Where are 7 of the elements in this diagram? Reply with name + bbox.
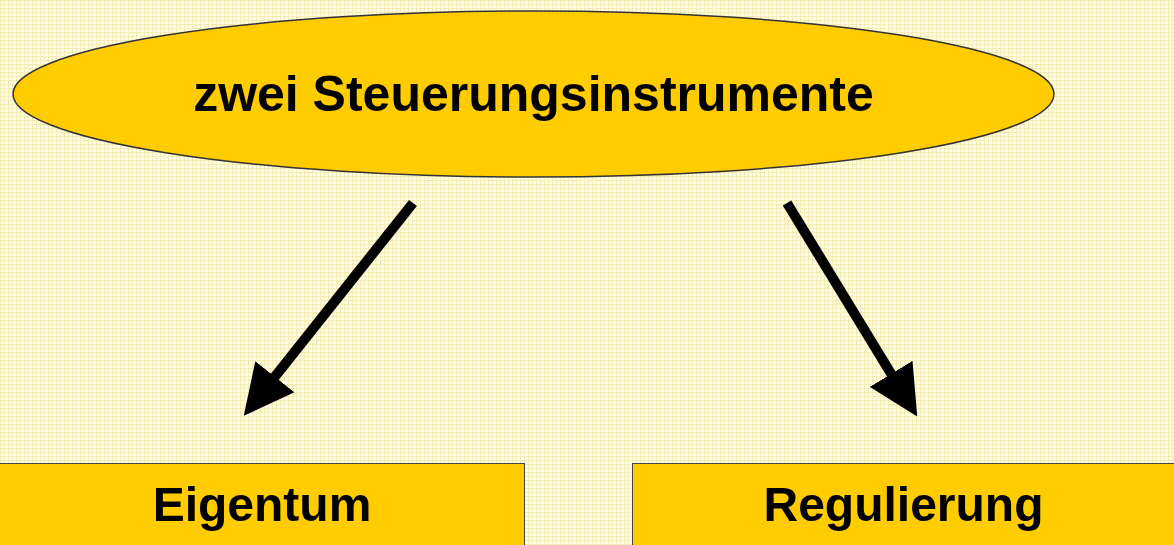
- ellipse-node: [12, 10, 1055, 178]
- node-label: zwei Steuerungsinstrumente: [193, 65, 874, 123]
- process-box: [0, 463, 525, 545]
- process-box: [632, 463, 1174, 545]
- arrow: [782, 200, 918, 417]
- node-label: Eigentum: [152, 477, 372, 532]
- node-label: Regulierung: [763, 477, 1044, 532]
